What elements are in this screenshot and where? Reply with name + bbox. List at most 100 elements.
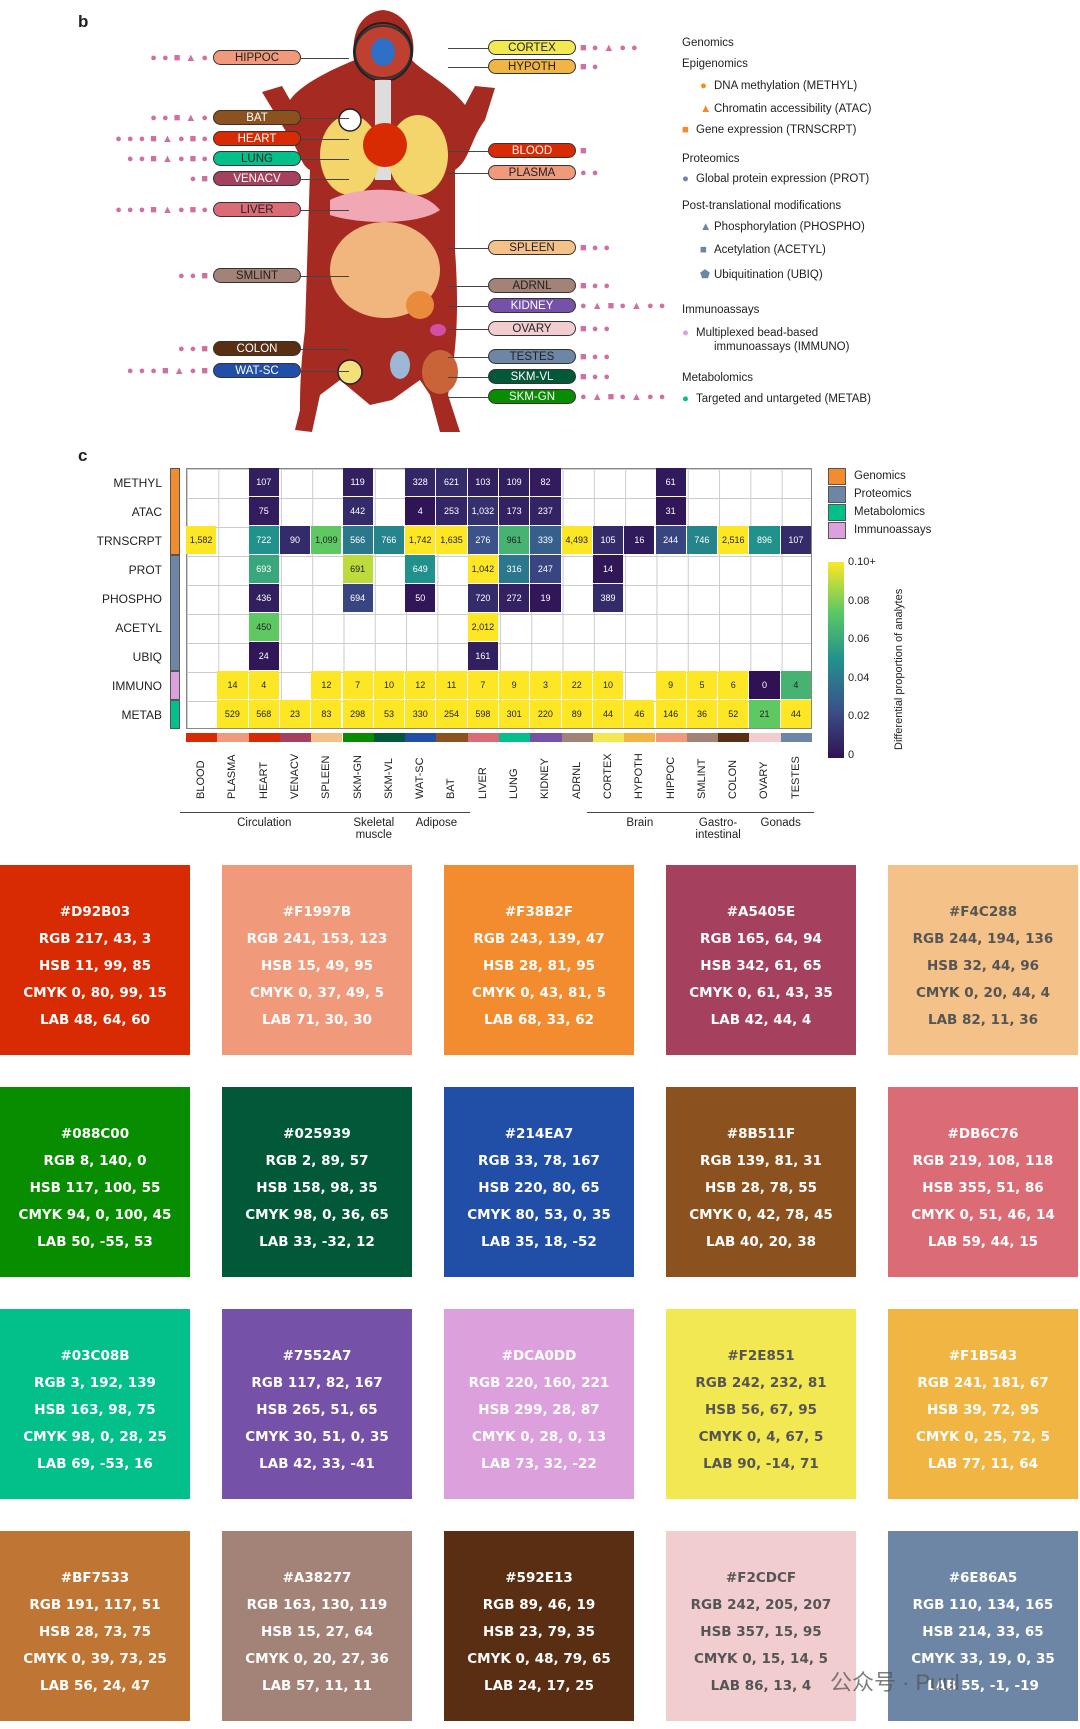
legend-item-label: DNA methylation (METHYL) [714, 80, 858, 92]
heatmap-cell: 12 [405, 671, 436, 699]
group-legend-swatch [828, 486, 846, 503]
swatch-cmyk-value: CMYK 98, 0, 28, 25 [23, 1429, 167, 1445]
right-tissue-label-kidney: KIDNEY [488, 298, 576, 313]
rat-body-illustration [262, 10, 495, 432]
swatch-hex-value: #025939 [283, 1126, 351, 1142]
heatmap-cell: 52 [718, 700, 749, 728]
group-legend-label: Metabolomics [854, 506, 925, 518]
heatmap-cell: 4,493 [561, 526, 592, 554]
row-group-bar [170, 555, 180, 671]
tissue-label-connector [301, 58, 349, 59]
tissue-label-connector [301, 276, 349, 277]
heatmap-cell: 896 [749, 526, 780, 554]
legend-item-label: Gene expression (TRNSCRPT) [696, 124, 857, 136]
swatch-hsb-value: HSB 117, 100, 55 [29, 1180, 161, 1196]
legend-item: ■Gene expression (TRNSCRPT) [682, 124, 856, 136]
legend-section-title: Immunoassays [682, 304, 760, 316]
heatmap-cell: 12 [311, 671, 342, 699]
swatch-rgb-value: RGB 33, 78, 167 [478, 1153, 600, 1169]
swatch-rgb-value: RGB 2, 89, 57 [265, 1153, 369, 1169]
swatch-cmyk-value: CMYK 0, 43, 81, 5 [471, 985, 607, 1001]
swatch-rgb-value: RGB 89, 46, 19 [482, 1597, 596, 1613]
swatch-cmyk-value: CMYK 94, 0, 100, 45 [18, 1207, 172, 1223]
heatmap-column-label: SKM-GN [351, 755, 364, 799]
swatch-hex-value: #F4C288 [948, 904, 1017, 920]
swatch-hsb-value: HSB 32, 44, 96 [926, 958, 1040, 974]
tissue-label-connector [301, 139, 349, 140]
heatmap-cell: 9 [499, 671, 530, 699]
heatmap-cell: 44 [780, 700, 811, 728]
swatch-cmyk-value: CMYK 0, 42, 78, 45 [689, 1207, 833, 1223]
heatmap-column-label: LIVER [476, 767, 489, 799]
column-color-chip [248, 733, 280, 742]
heatmap-cell: 31 [655, 497, 686, 525]
heatmap-cell: 36 [686, 700, 718, 728]
group-legend-swatch [828, 522, 846, 539]
swatch-hsb-value: HSB 299, 28, 87 [478, 1402, 600, 1418]
assay-markers: ■ ● [580, 61, 600, 73]
heatmap-cell: 53 [373, 700, 405, 728]
legend-item-label: Targeted and untargeted (METAB) [696, 393, 871, 405]
tissue-label-connector [448, 286, 488, 287]
swatch-hsb-value: HSB 220, 80, 65 [478, 1180, 600, 1196]
swatch-hsb-value: HSB 357, 15, 95 [700, 1624, 822, 1640]
column-color-chip [686, 733, 719, 742]
heatmap-cell: 247 [530, 555, 561, 583]
swatch-cmyk-value: CMYK 0, 20, 44, 4 [915, 985, 1051, 1001]
swatch-lab-value: LAB 90, -14, 71 [703, 1456, 819, 1472]
assay-markers: ● ● ■ ▲ ● [150, 112, 209, 124]
heatmap-column-label: ADRNL [570, 761, 583, 799]
group-legend-swatch [828, 468, 846, 485]
heatmap-cell: 61 [655, 468, 686, 496]
colorbar-tick-label: 0.06 [848, 633, 870, 645]
legend-item-label: Phosphorylation (PHOSPHO) [714, 221, 865, 233]
heatmap-row-label: METHYL [113, 476, 162, 490]
column-color-chip [279, 733, 312, 742]
swatch-lab-value: LAB 77, 11, 64 [927, 1456, 1039, 1472]
assay-markers: ● ● ● ■ ▲ ● ■ ● [115, 204, 209, 216]
tissue-label-connector [448, 48, 488, 49]
heatmap-row-label: METAB [121, 708, 162, 722]
swatch-cmyk-value: CMYK 0, 25, 72, 5 [915, 1429, 1051, 1445]
legend-item: ▲Chromatin accessibility (ATAC) [700, 103, 871, 115]
heatmap-column-label: BAT [445, 778, 458, 799]
left-tissue-label-wat-sc: WAT-SC [213, 363, 301, 378]
legend-item: ●Targeted and untargeted (METAB) [682, 393, 871, 405]
heatmap-cell: 220 [530, 700, 561, 728]
heatmap-column-label: SMLINT [695, 758, 708, 799]
heatmap-cell: 10 [373, 671, 405, 699]
swatch-lab-value: LAB 73, 32, -22 [481, 1456, 597, 1472]
tissue-label-connector [448, 329, 488, 330]
right-tissue-label-blood: BLOOD [488, 143, 576, 158]
swatch-hsb-value: HSB 39, 72, 95 [926, 1402, 1040, 1418]
heatmap-cell: 2,012 [467, 613, 498, 641]
heatmap-cell: 2,516 [718, 526, 749, 554]
swatch-hsb-value: HSB 28, 73, 75 [38, 1624, 152, 1640]
swatch-lab-value: LAB 56, 24, 47 [39, 1678, 151, 1694]
heatmap-cell: 11 [436, 671, 467, 699]
swatch-hsb-value: HSB 15, 27, 64 [260, 1624, 374, 1640]
swatch-cmyk-value: CMYK 0, 37, 49, 5 [249, 985, 385, 1001]
heatmap-cell: 83 [311, 700, 342, 728]
right-tissue-label-plasma: PLASMA [488, 165, 576, 180]
heatmap-cell: 103 [467, 468, 498, 496]
swatch-rgb-value: RGB 163, 130, 119 [246, 1597, 388, 1613]
swatch-hex-value: #A5405E [726, 904, 796, 920]
heatmap-cell: 161 [467, 642, 498, 670]
assay-markers: ● ● ■ [177, 343, 209, 355]
heatmap-cell: 19 [530, 584, 561, 612]
heatmap-cell: 316 [499, 555, 530, 583]
wat-circle [337, 359, 363, 385]
heatmap-cell: 21 [749, 700, 780, 728]
swatch-hex-value: #214EA7 [504, 1126, 574, 1142]
swatch-lab-value: LAB 68, 33, 62 [483, 1012, 595, 1028]
heatmap-row-label: UBIQ [132, 650, 162, 664]
row-group-bar [170, 468, 180, 555]
